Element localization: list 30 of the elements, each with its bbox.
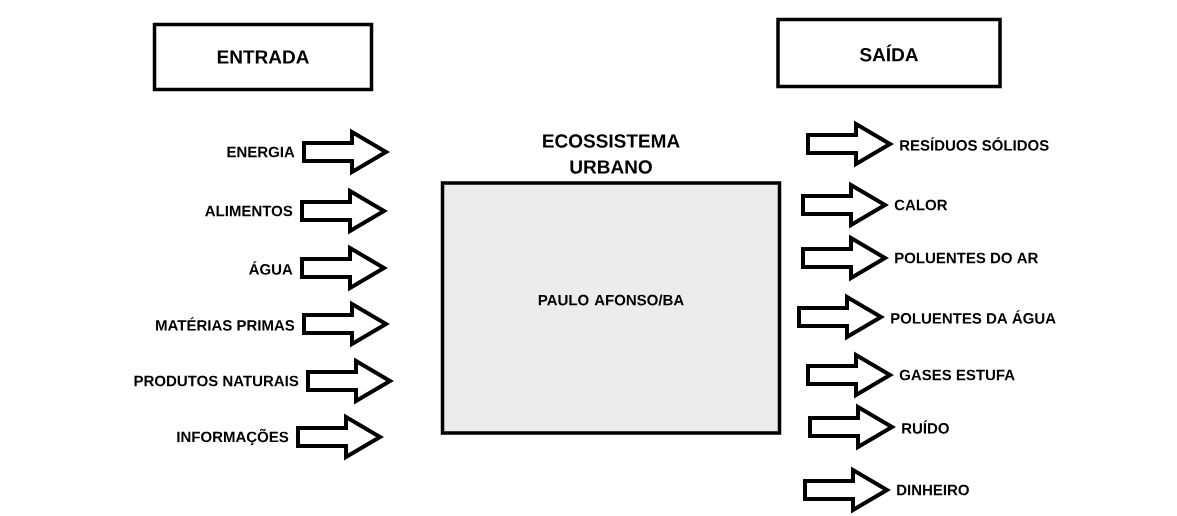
block-arrow xyxy=(806,351,894,399)
flow-label: POLUENTES DA ÁGUA xyxy=(891,310,1056,324)
block-arrow xyxy=(300,187,388,235)
ecosystem-box: ECOSSISTEMA URBANO PAULO AFONSO/BA xyxy=(440,134,782,435)
flow-label: ÁGUA xyxy=(249,261,293,275)
block-arrow xyxy=(803,466,891,514)
block-arrow xyxy=(302,128,390,176)
block-arrow xyxy=(302,300,390,348)
flow-label: RUÍDO xyxy=(902,420,949,434)
block-arrow xyxy=(801,234,889,282)
flow-label: INFORMAÇÕES xyxy=(177,428,289,446)
block-arrow xyxy=(806,120,894,168)
flow-label: POLUENTES DO AR xyxy=(895,252,1039,264)
block-arrow xyxy=(797,293,885,341)
flow-label: GASES ESTUFA xyxy=(899,369,1015,381)
title-box: SAÍDA xyxy=(776,17,1002,89)
flow-label: MATÉRIAS PRIMAS xyxy=(156,317,295,331)
node-label: ECOSSISTEMA URBANO xyxy=(543,134,680,174)
flow-label: ENERGIA xyxy=(227,146,295,158)
block-arrow xyxy=(296,413,384,461)
block-arrow xyxy=(801,181,889,229)
block-arrow xyxy=(808,403,896,451)
block-arrow xyxy=(306,357,394,405)
flow-label: ALIMENTOS xyxy=(205,205,293,217)
title-box: ENTRADA xyxy=(152,22,374,92)
block-arrow xyxy=(300,244,388,292)
flow-label: DINHEIRO xyxy=(897,484,969,496)
flow-label: CALOR xyxy=(894,199,948,211)
flow-label: RESÍDUOS SÓLIDOS xyxy=(900,137,1049,151)
flow-label: PRODUTOS NATURAIS xyxy=(134,375,299,387)
